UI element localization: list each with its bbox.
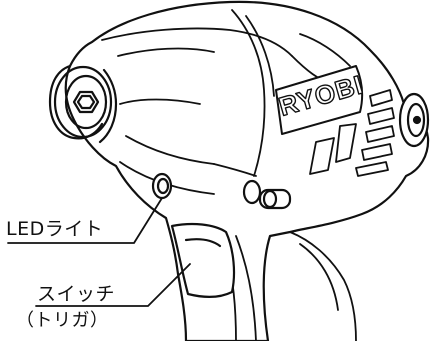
trigger bbox=[170, 222, 236, 298]
tool-body-outline bbox=[64, 0, 430, 341]
housing-contours bbox=[101, 9, 351, 195]
led-light-label: LEDライト bbox=[6, 218, 104, 240]
callout-lines bbox=[7, 197, 191, 307]
chuck-nose bbox=[48, 64, 118, 144]
trigger-note-label: （トリガ） bbox=[16, 310, 109, 331]
rear-cap bbox=[398, 92, 430, 148]
led-light bbox=[151, 172, 173, 200]
vent-slots bbox=[309, 89, 395, 177]
direction-switch bbox=[242, 179, 292, 210]
led-leader-line bbox=[7, 197, 163, 244]
switch-label: スイッチ bbox=[37, 283, 116, 305]
switch-leader-line bbox=[35, 263, 191, 307]
